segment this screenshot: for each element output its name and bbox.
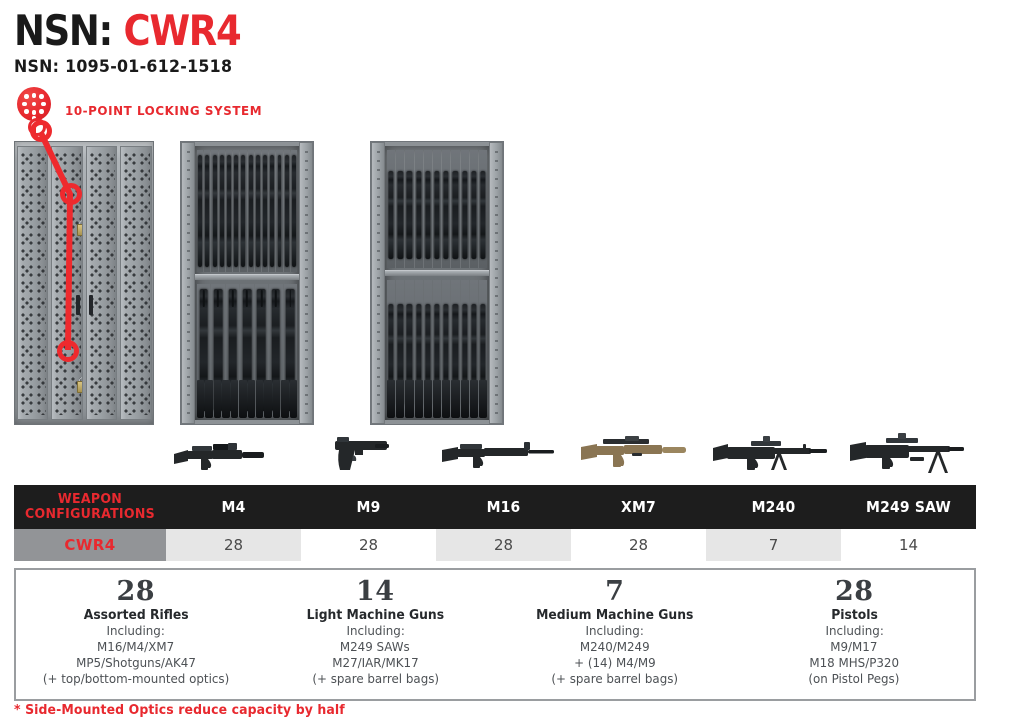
summary-title: Light Machine Guns [306,608,444,623]
summary-line-1: M16/M4/XM7 [97,639,175,654]
ten-point-lock-icon [14,87,54,136]
row-label-cwr4: CWR4 [14,529,166,561]
column-header-m249: M249 SAW [866,498,951,516]
summary-line-2: + (14) M4/M9 [574,655,656,670]
locking-system-callout: 10-POINT LOCKING SYSTEM [14,87,272,136]
cabinet-door [16,146,48,420]
table-row: CWR4 28 28 28 28 7 14 [14,529,976,561]
cell-m240: 7 [706,529,841,561]
summary-including-label: Including: [825,623,884,638]
summary-title: Medium Machine Guns [536,608,694,623]
m249-saw-thumb [840,426,976,482]
summary-card-medium-machine-guns: 7 Medium Machine Guns Including: M240/M2… [495,570,735,699]
m4-carbine-thumb [158,426,294,482]
closed-perforated-cabinet [14,141,154,425]
cell-m16: 28 [436,529,571,561]
column-header-m16: M16 [486,498,521,516]
summary-line-1: M249 SAWs [340,639,411,654]
summary-card-light-machine-guns: 14 Light Machine Guns Including: M249 SA… [256,570,496,699]
summary-including-label: Including: [346,623,405,638]
summary-line-2: M27/IAR/MK17 [332,655,419,670]
open-cabinet-rifles-two-tier [370,141,504,425]
page-title: NSN: CWR4 [14,6,242,55]
summary-count: 14 [355,576,395,607]
locking-system-label: 10-POINT LOCKING SYSTEM [65,102,263,118]
summary-including-label: Including: [106,623,165,638]
capacity-summary-panel: 28 Assorted Rifles Including: M16/M4/XM7… [14,568,976,701]
column-header-m240: M240 [751,498,796,516]
summary-line-1: M9/M17 [830,639,878,654]
summary-note: (+ top/bottom-mounted optics) [42,671,229,686]
column-header-m9: M9 [356,498,381,516]
summary-title: Assorted Rifles [83,608,189,623]
m16-rifle-thumb [431,426,567,482]
cell-xm7: 28 [571,529,706,561]
column-header-m4: M4 [221,498,246,516]
cabinet-door [120,146,152,420]
weapon-thumbnail-row [158,426,976,482]
column-header-xm7: XM7 [621,498,656,516]
summary-note: (on Pistol Pegs) [808,671,900,686]
cell-m249: 14 [841,529,976,561]
model-name: CWR4 [123,6,242,55]
table-header-row: WEAPON CONFIGURATIONS M4 M9 M16 XM7 M240… [14,485,976,529]
cell-m4: 28 [166,529,301,561]
summary-card-pistols: 28 Pistols Including: M9/M17 M18 MHS/P32… [735,570,975,699]
summary-count: 28 [834,576,874,607]
summary-line-2: M18 MHS/P320 [809,655,900,670]
cabinet-door [85,146,117,420]
padlock-icon [76,377,82,393]
open-cabinet-rifles [180,141,314,425]
summary-card-assorted-rifles: 28 Assorted Rifles Including: M16/M4/XM7… [16,570,256,699]
summary-note: (+ spare barrel bags) [551,671,679,686]
padlock-icon [76,220,82,236]
summary-line-1: M240/M249 [579,639,650,654]
weapon-configurations-table: WEAPON CONFIGURATIONS M4 M9 M16 XM7 M240… [14,485,976,561]
cabinet-door [51,146,83,420]
summary-note: (+ spare barrel bags) [311,671,439,686]
table-corner-label: WEAPON CONFIGURATIONS [25,491,155,522]
nsn-number: NSN: 1095-01-612-1518 [14,57,233,77]
header: NSN: CWR4 NSN: 1095-01-612-1518 10-POINT… [14,6,271,136]
m240-machinegun-thumb [703,426,839,482]
summary-count: 7 [605,576,625,607]
footnote: * Side-Mounted Optics reduce capacity by… [14,703,345,718]
summary-line-2: MP5/Shotguns/AK47 [75,655,196,670]
xm7-rifle-thumb [567,426,703,482]
summary-including-label: Including: [585,623,644,638]
cell-m9: 28 [301,529,436,561]
m9-pistol-thumb [294,426,430,482]
nsn-prefix: NSN: [14,6,113,55]
summary-title: Pistols [830,608,878,623]
summary-count: 28 [116,576,156,607]
